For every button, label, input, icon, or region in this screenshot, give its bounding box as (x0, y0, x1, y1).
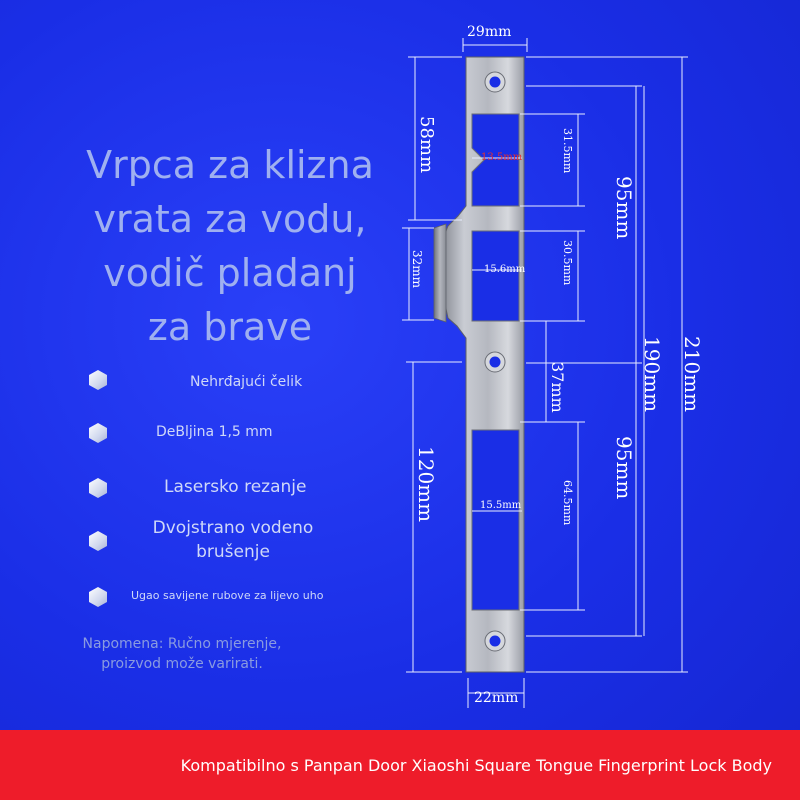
dim-190: 190mm (640, 336, 664, 413)
screw-hole-middle (484, 351, 506, 373)
strike-plate-lip (433, 223, 447, 323)
feature-water-brushing-line-2: brušenje (196, 542, 270, 562)
hexagon-bullet-icon (89, 587, 107, 607)
note-line-1: Napomena: Ručno mjerenje, (82, 636, 282, 652)
dim-slot2-width: 15.6mm (484, 264, 526, 275)
dimension-lines (402, 38, 688, 708)
hexagon-bullet-icon (89, 478, 107, 498)
compatibility-banner: Kompatibilno s Panpan Door Xiaoshi Squar… (0, 730, 800, 800)
dim-slot3-height: 64.5mm (561, 480, 574, 526)
headline-line-3: vodič pladanj (103, 251, 357, 295)
hexagon-bullet-icon (89, 370, 107, 390)
dim-32: 32mm (410, 250, 424, 289)
feature-water-brushing-line-1: Dvojstrano vodeno (152, 518, 314, 538)
latch-slot-middle (471, 230, 520, 322)
hexagon-bullet-icon (89, 423, 107, 443)
dim-slot3-width: 15.5mm (480, 500, 522, 511)
screw-hole-bottom (484, 630, 506, 652)
dim-95-top: 95mm (612, 176, 636, 240)
dim-slot1-width: 13.5mm (481, 152, 523, 163)
strike-plate-drawing: 29mm 22mm 58mm 32mm 120mm 13.5mm 31.5mm … (402, 24, 704, 708)
deadbolt-slot-bottom (471, 429, 520, 611)
feature-water-brushing: Dvojstrano vodeno brušenje (138, 516, 328, 564)
feature-bent-edge: Ugao savijene rubove za lijevo uho (131, 589, 324, 602)
feature-thickness: DeBljina 1,5 mm (156, 424, 273, 440)
headline-line-1: Vrpca za klizna (86, 143, 374, 187)
feature-stainless-steel: Nehrđajući čelik (190, 374, 303, 390)
dim-top-width: 29mm (467, 24, 512, 40)
measurement-note: Napomena: Ručno mjerenje, proizvod može … (52, 634, 312, 674)
latch-slot-top (471, 113, 520, 207)
dim-210: 210mm (680, 336, 704, 413)
hexagon-bullet-icon (89, 531, 107, 551)
note-line-2: proizvod može varirati. (101, 656, 263, 672)
feature-laser-cutting: Lasersko rezanje (164, 477, 307, 497)
screw-hole-top (484, 71, 506, 93)
dim-37: 37mm (548, 362, 567, 413)
dim-120: 120mm (414, 446, 438, 523)
dim-95-bottom: 95mm (612, 436, 636, 500)
product-headline: Vrpca za klizna vrata za vodu, vodič pla… (40, 138, 420, 354)
headline-line-4: za brave (147, 305, 313, 349)
dim-slot2-height: 30.5mm (561, 240, 574, 286)
dim-bottom-width: 22mm (474, 690, 519, 706)
dim-58: 58mm (416, 116, 437, 174)
strike-plate-svg (402, 38, 688, 708)
compatibility-text: Kompatibilno s Panpan Door Xiaoshi Squar… (180, 755, 772, 775)
dim-slot1-height: 31.5mm (561, 128, 574, 174)
headline-line-2: vrata za vodu, (93, 197, 367, 241)
